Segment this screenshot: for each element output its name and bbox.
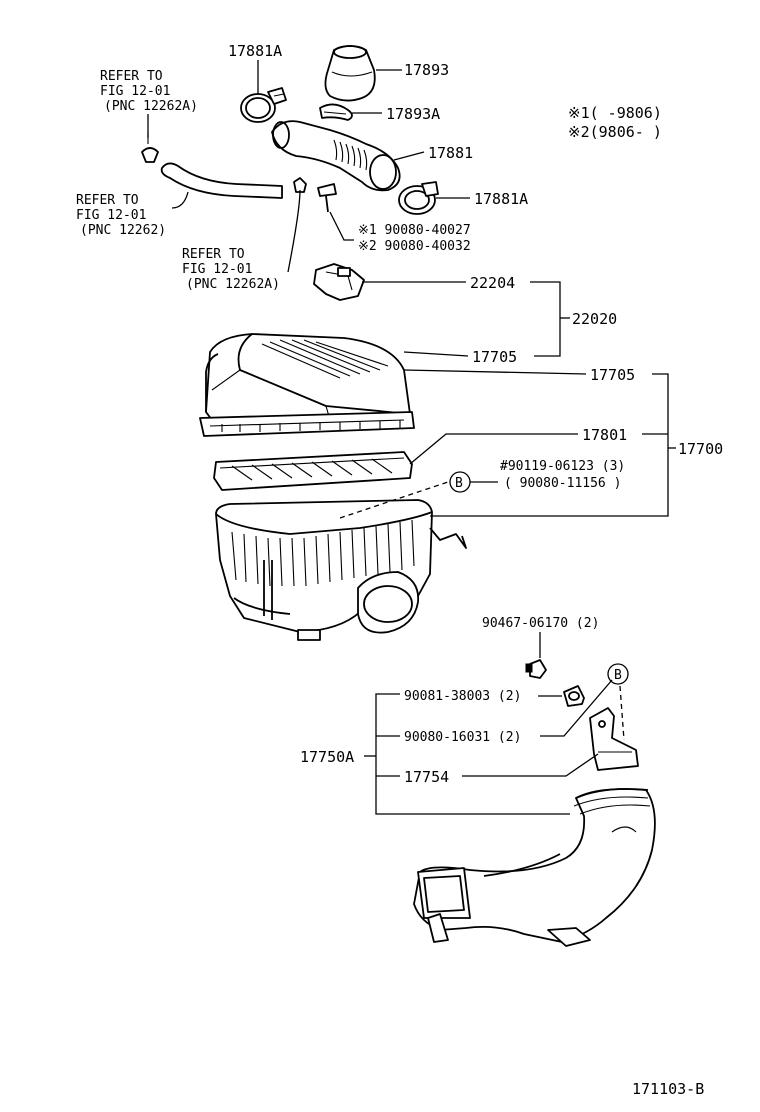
- part-hose: [160, 162, 283, 199]
- part-intake-duct: [413, 788, 656, 947]
- label-ref3-line1: REFER TO: [182, 247, 245, 262]
- label-callout-b2: B: [614, 668, 622, 683]
- part-17705-upper-cap: [199, 333, 415, 437]
- part-90081-nut: [563, 685, 585, 707]
- part-lower-case: [215, 499, 467, 641]
- label-ref3-line3: (PNC 12262A): [186, 277, 280, 292]
- label-17893: 17893: [404, 61, 449, 79]
- label-callout-b1: B: [455, 476, 463, 491]
- part-small-clamp-right: [293, 177, 307, 193]
- part-17754-bracket: [589, 707, 639, 771]
- label-17700: 17700: [678, 440, 723, 458]
- label-ref1-line3: (PNC 12262A): [104, 99, 198, 114]
- part-17881a-clamp-top: [240, 87, 287, 123]
- part-bolt: [317, 183, 337, 213]
- part-17801-filter: [213, 451, 413, 491]
- label-clip-a: #90119-06123 (3): [500, 459, 625, 474]
- part-17893a-clip: [319, 103, 353, 121]
- label-ref1-line1: REFER TO: [100, 69, 163, 84]
- part-90467-clip: [525, 659, 547, 679]
- label-90467: 90467-06170 (2): [482, 616, 599, 631]
- leader-lines: [147, 60, 676, 815]
- callout-b-circle-1: [449, 471, 471, 493]
- label-22204: 22204: [470, 274, 515, 292]
- label-17750a: 17750A: [300, 748, 354, 766]
- figure-code: 171103-B: [632, 1080, 704, 1098]
- label-17881a-right: 17881A: [474, 190, 528, 208]
- label-17801: 17801: [582, 426, 627, 444]
- label-bolt-opt2: ※2 90080-40032: [358, 239, 471, 254]
- label-17705-a: 17705: [472, 348, 517, 366]
- label-17754: 17754: [404, 768, 449, 786]
- label-90080: 90080-16031 (2): [404, 730, 521, 745]
- callout-b-circle-2: [607, 663, 629, 685]
- label-17881: 17881: [428, 144, 473, 162]
- label-17881a-top: 17881A: [228, 42, 282, 60]
- label-ref2-line3: (PNC 12262): [80, 223, 166, 238]
- label-17893a: 17893A: [386, 105, 440, 123]
- part-22204-sensor: [313, 263, 365, 301]
- label-clip-b: ( 90080-11156 ): [504, 476, 621, 491]
- label-ref3-line2: FIG 12-01: [182, 262, 252, 277]
- label-ref1-line2: FIG 12-01: [100, 84, 170, 99]
- label-note-2: ※2(9806- ): [568, 123, 662, 141]
- part-17893-cap: [324, 45, 376, 102]
- part-small-clamp-left: [141, 132, 159, 163]
- label-22020: 22020: [572, 310, 617, 328]
- label-note-1: ※1( -9806): [568, 104, 662, 122]
- label-bolt-opt1: ※1 90080-40027: [358, 223, 471, 238]
- part-17881-hose: [271, 120, 401, 192]
- label-ref2-line1: REFER TO: [76, 193, 139, 208]
- part-17881a-clamp-right: [398, 181, 439, 215]
- label-17705-b: 17705: [590, 366, 635, 384]
- label-ref2-line2: FIG 12-01: [76, 208, 146, 223]
- label-90081: 90081-38003 (2): [404, 689, 521, 704]
